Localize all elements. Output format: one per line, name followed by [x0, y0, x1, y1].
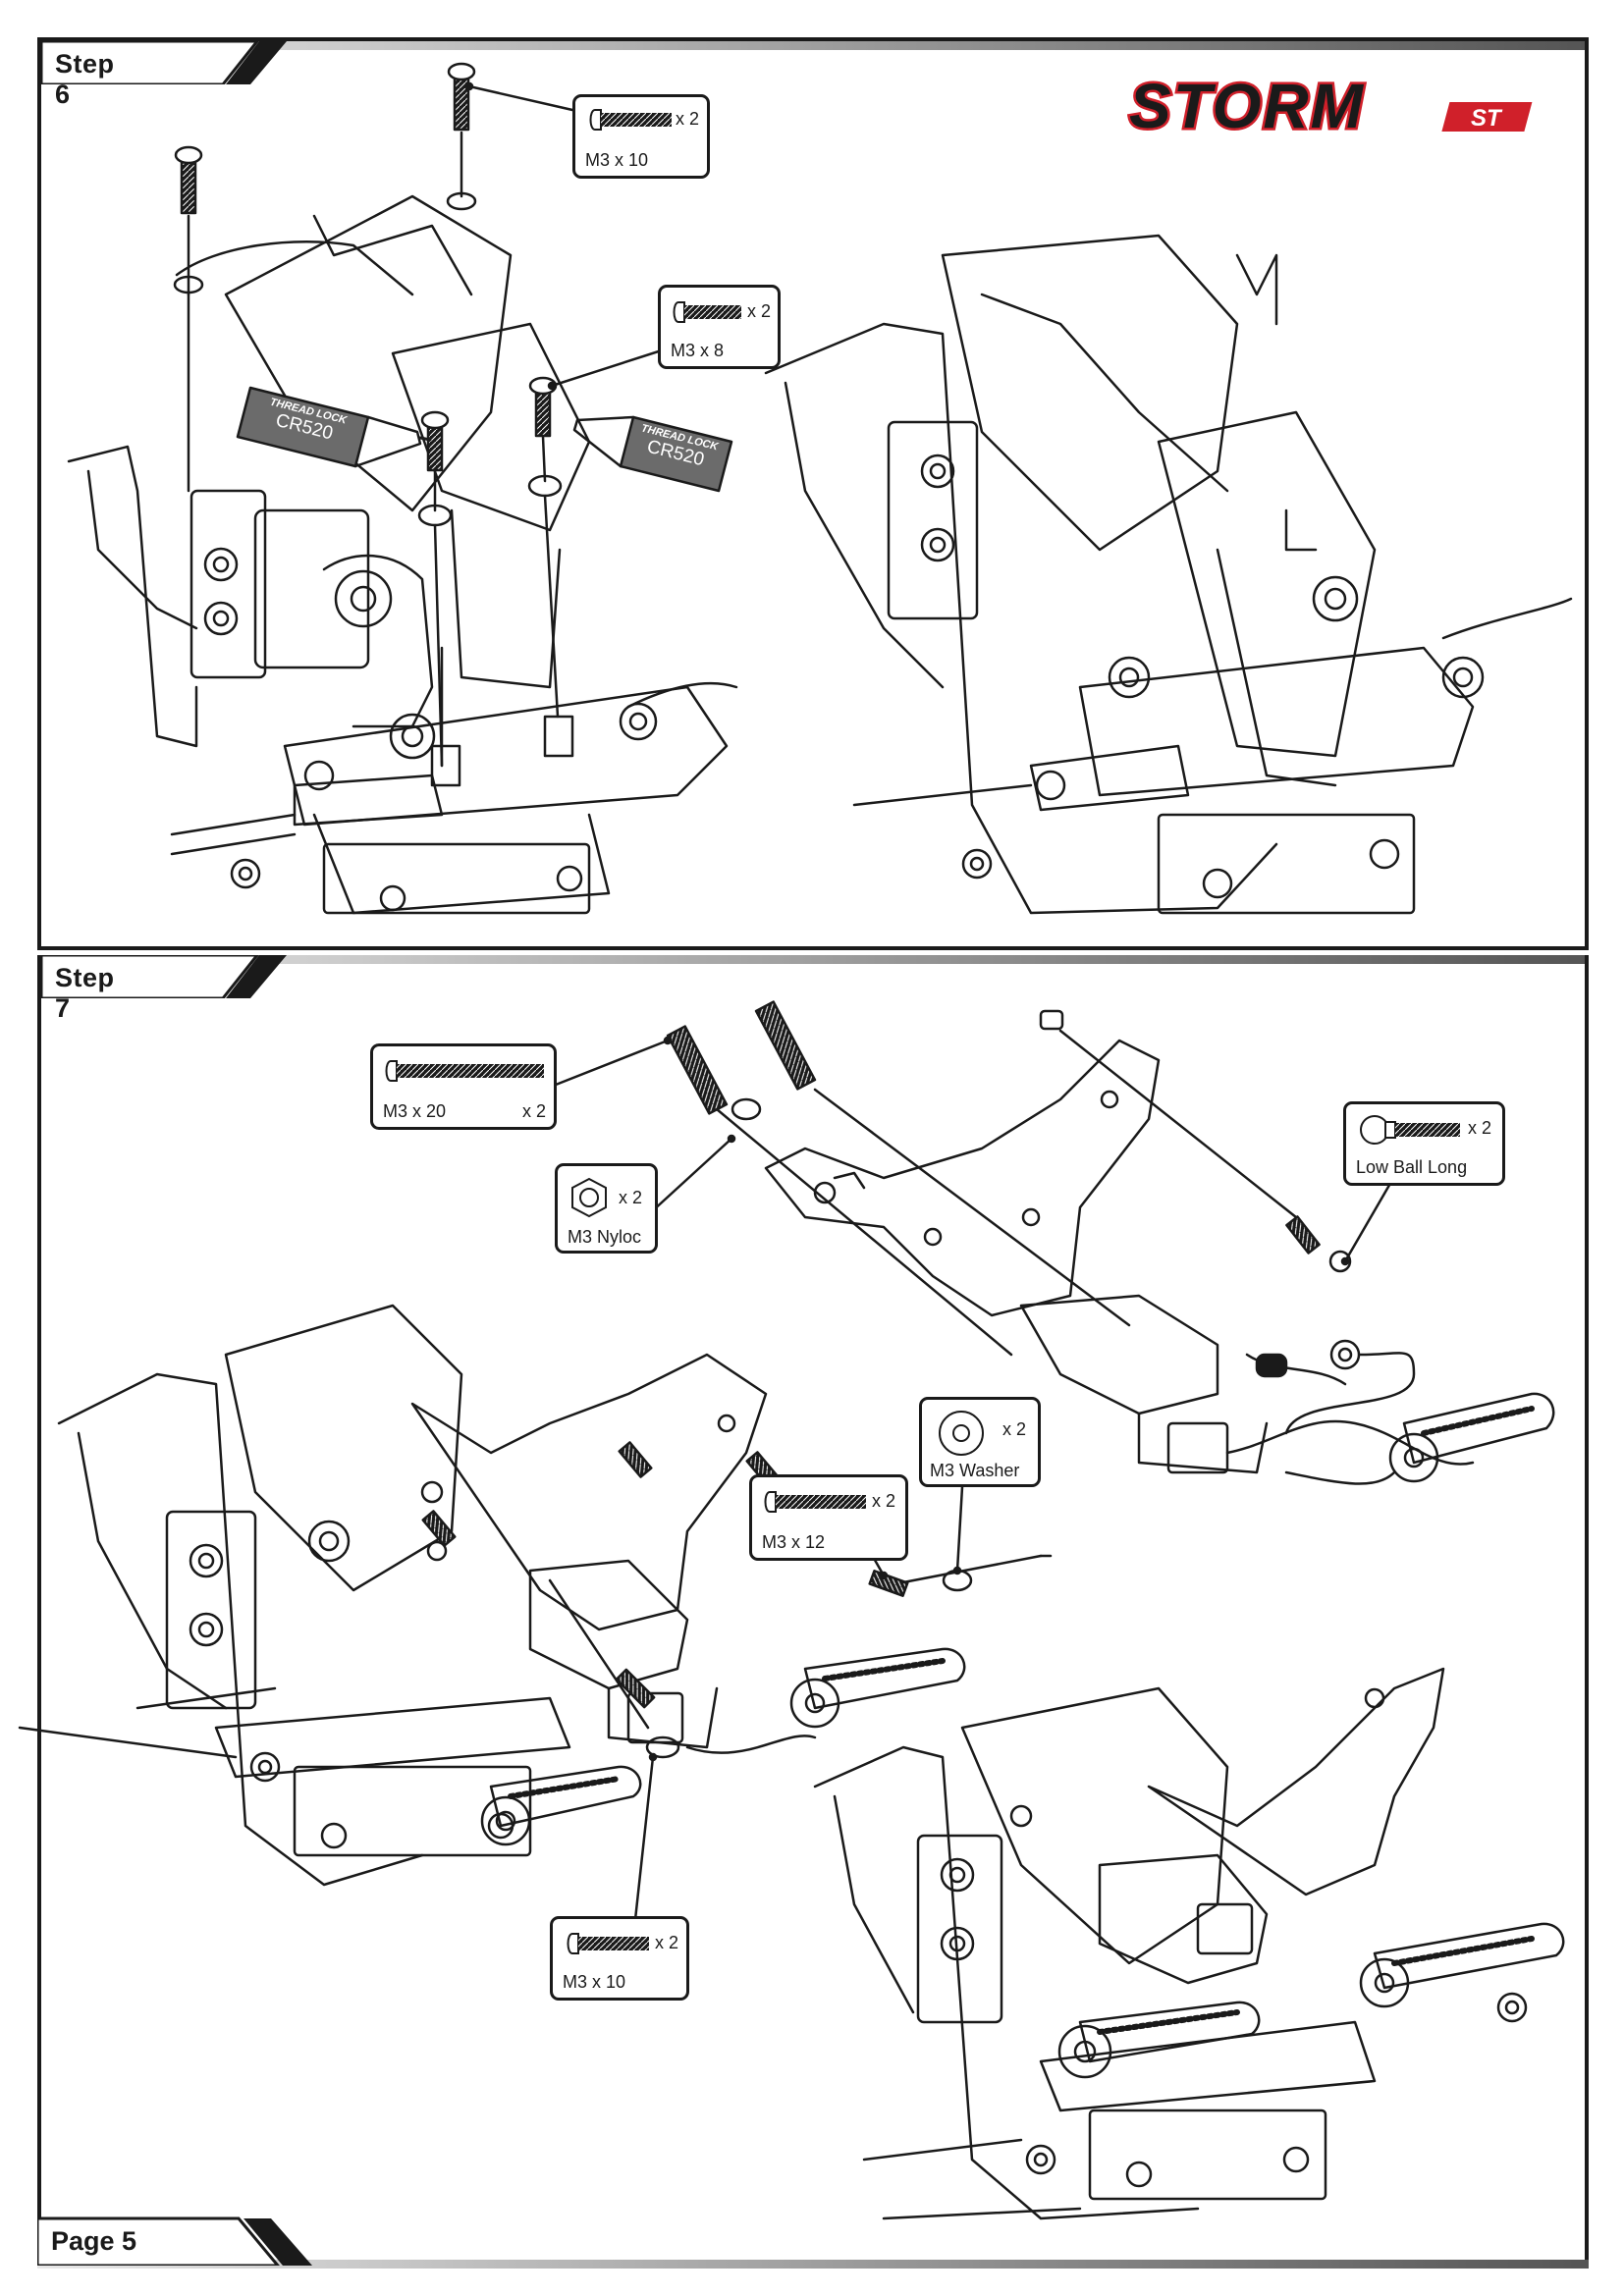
callout-qty: x 2 — [872, 1491, 896, 1511]
callout-qty: x 2 — [676, 109, 700, 129]
step-tab-shape — [41, 955, 287, 998]
callout-m3x10-step7: x 2 M3 x 10 — [550, 1916, 689, 2001]
callout-m3x12: x 2 M3 x 12 — [749, 1474, 908, 1561]
cap-screw-icon — [567, 1933, 649, 1954]
header-gradient-bar — [41, 41, 1585, 50]
step-6-panel: Step 6 — [37, 37, 1589, 950]
callout-qty: x 2 — [747, 301, 772, 321]
cap-screw-icon — [589, 109, 672, 131]
logo-text: STORM — [1129, 71, 1365, 139]
callout-label: M3 x 10 — [563, 1972, 626, 1992]
washer-icon — [939, 1411, 984, 1456]
page-number: Page 5 — [51, 2226, 137, 2256]
step-7-leaders — [554, 1036, 1401, 1985]
callout-low-ball-long: x 2 Low Ball Long — [1343, 1101, 1505, 1186]
callout-label: M3 Nyloc — [568, 1227, 642, 1247]
callout-m3-nyloc: x 2 M3 Nyloc — [555, 1163, 658, 1254]
logo-graphic: STORM ST — [1127, 69, 1533, 144]
callout-label: M3 x 12 — [762, 1532, 826, 1552]
step-6-header: Step 6 — [41, 41, 1585, 109]
callout-label: M3 x 20 — [383, 1101, 447, 1121]
step-7-title: Step 7 — [55, 963, 115, 1023]
callout-qty: x 2 — [619, 1188, 643, 1207]
hex-nut-icon — [571, 1177, 607, 1218]
callout-m3x10-step6: x 2 M3 x 10 — [572, 94, 710, 179]
callout-label: Low Ball Long — [1356, 1157, 1468, 1177]
callout-m3x8-step6: x 2 M3 x 8 — [658, 285, 781, 369]
callout-qty: x 2 — [522, 1101, 547, 1121]
step-6-title: Step 6 — [55, 49, 115, 109]
footer-gradient-bar — [37, 2260, 1589, 2269]
callout-qty: x 2 — [1468, 1118, 1492, 1138]
step-7-assembled — [813, 1667, 1565, 2220]
step-7-panel: Step 7 — [37, 955, 1589, 2269]
cap-screw-icon — [673, 301, 741, 323]
step-6-screws — [173, 62, 670, 768]
step-6-exploded-assembly — [67, 194, 738, 915]
page-tab-shape — [37, 2216, 312, 2266]
callout-m3-washer: x 2 M3 Washer — [919, 1397, 1041, 1487]
callout-label: M3 Washer — [930, 1461, 1020, 1480]
ball-stud-icon — [1360, 1115, 1460, 1145]
callout-label: M3 x 8 — [671, 341, 725, 360]
storm-st-logo: STORM ST — [1119, 69, 1571, 144]
step-6-assembled — [764, 234, 1573, 915]
logo-suffix: ST — [1471, 105, 1503, 132]
page-number-tab: Page 5 — [37, 2216, 391, 2266]
step-tab-shape — [41, 41, 287, 84]
callout-label: M3 x 10 — [585, 150, 649, 170]
step-7-chassis-assembly — [18, 1304, 1053, 1887]
cap-screw-icon — [764, 1491, 866, 1513]
callout-qty: x 2 — [1002, 1419, 1027, 1439]
cap-screw-icon — [385, 1060, 544, 1082]
callout-m3x20: M3 x 20 x 2 — [370, 1043, 557, 1130]
step-7-header: Step 7 — [41, 955, 1585, 1023]
step-7-shock-tower-exploded — [666, 1000, 1555, 1485]
threadlock-tubes — [236, 386, 733, 493]
callout-qty: x 2 — [655, 1933, 679, 1952]
header-gradient-bar — [41, 955, 1585, 964]
